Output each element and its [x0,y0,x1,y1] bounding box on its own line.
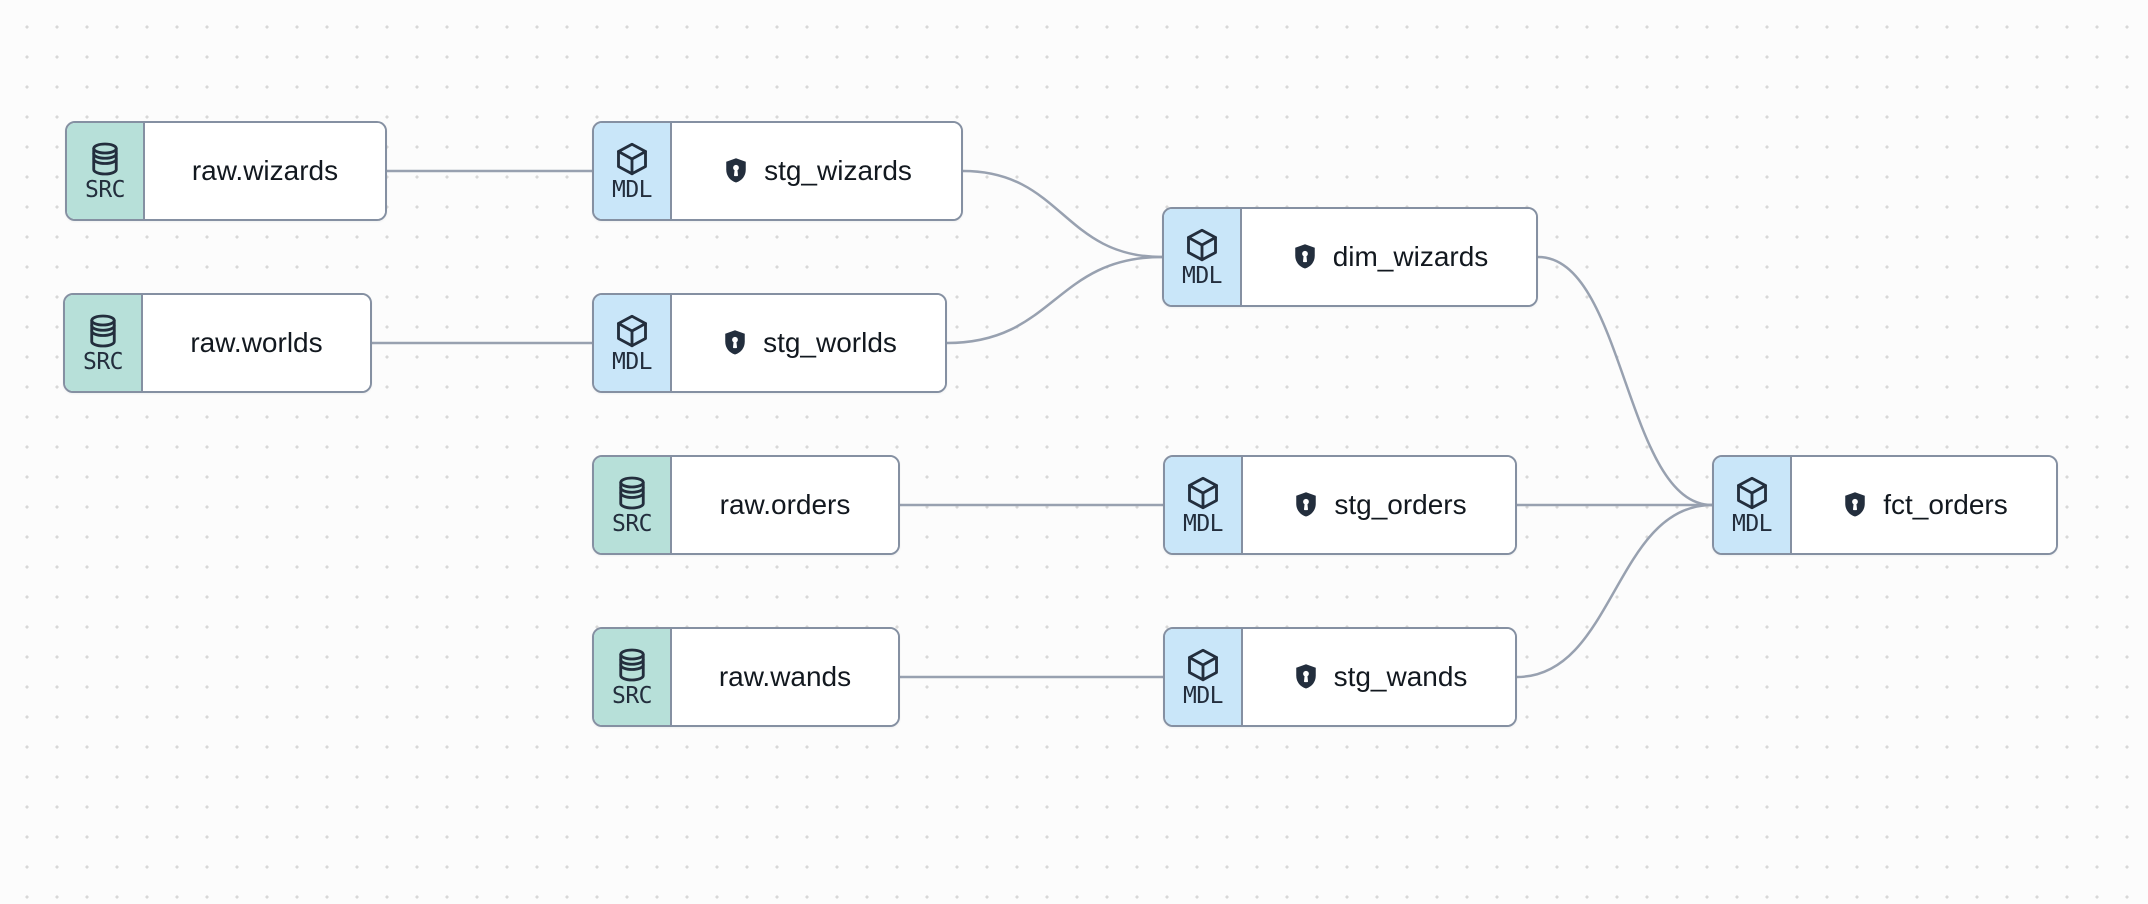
node-raw-orders[interactable]: SRC raw.orders [592,455,900,555]
model-badge: MDL [1165,457,1243,553]
edge [1537,255,1713,507]
source-badge: SRC [594,457,672,553]
node-body: raw.orders [672,457,898,553]
cube-icon [1734,475,1770,511]
node-label: raw.worlds [190,327,323,358]
node-label: stg_wands [1333,661,1468,692]
node-fct-orders[interactable]: MDL fct_orders [1712,455,2058,555]
node-label: raw.wands [718,661,852,692]
badge-label: MDL [611,348,653,375]
shield-lock-icon [720,328,750,358]
node-raw-wands[interactable]: SRC raw.wands [592,627,900,727]
badge-label: SRC [611,510,653,537]
cube-icon [614,313,650,349]
shield-lock-icon [1291,662,1321,692]
database-icon [85,313,121,349]
database-icon [87,141,123,177]
node-label: raw.orders [719,489,851,520]
node-body: fct_orders [1792,457,2056,553]
node-stg-wands[interactable]: MDL stg_wands [1163,627,1517,727]
node-body: stg_orders [1243,457,1515,553]
node-label: stg_worlds [763,327,897,358]
source-badge: SRC [65,295,143,391]
shield-lock-icon [1290,242,1320,272]
badge-label: MDL [1181,262,1223,289]
database-icon [614,475,650,511]
node-dim-wizards[interactable]: MDL dim_wizards [1162,207,1538,307]
node-body: raw.worlds [143,295,370,391]
model-badge: MDL [594,123,672,219]
edge [962,169,1163,259]
badge-label: SRC [84,176,126,203]
badge-label: MDL [1182,682,1224,709]
badge-label: MDL [1731,510,1773,537]
model-badge: MDL [594,295,672,391]
node-stg-worlds[interactable]: MDL stg_worlds [592,293,947,393]
node-body: stg_wands [1243,629,1515,725]
node-body: dim_wizards [1242,209,1536,305]
cube-icon [1185,475,1221,511]
node-label: fct_orders [1883,489,2008,520]
source-badge: SRC [594,629,672,725]
cube-icon [1185,647,1221,683]
database-icon [614,647,650,683]
shield-lock-icon [1840,490,1870,520]
node-label: raw.wizards [191,155,339,186]
shield-lock-icon [721,156,751,186]
edge [946,255,1163,345]
node-label: stg_orders [1334,489,1467,520]
badge-label: SRC [611,682,653,709]
node-body: stg_wizards [672,123,961,219]
node-body: raw.wands [672,629,898,725]
node-label: stg_wizards [764,155,912,186]
shield-lock-icon [1291,490,1321,520]
cube-icon [614,141,650,177]
model-badge: MDL [1714,457,1792,553]
model-badge: MDL [1164,209,1242,305]
badge-label: MDL [611,176,653,203]
badge-label: MDL [1182,510,1224,537]
edge [1516,503,1713,679]
node-stg-wizards[interactable]: MDL stg_wizards [592,121,963,221]
node-body: raw.wizards [145,123,385,219]
node-body: stg_worlds [672,295,945,391]
badge-label: SRC [82,348,124,375]
node-raw-wizards[interactable]: SRC raw.wizards [65,121,387,221]
source-badge: SRC [67,123,145,219]
node-raw-worlds[interactable]: SRC raw.worlds [63,293,372,393]
node-label: dim_wizards [1332,241,1489,272]
model-badge: MDL [1165,629,1243,725]
node-stg-orders[interactable]: MDL stg_orders [1163,455,1517,555]
cube-icon [1184,227,1220,263]
